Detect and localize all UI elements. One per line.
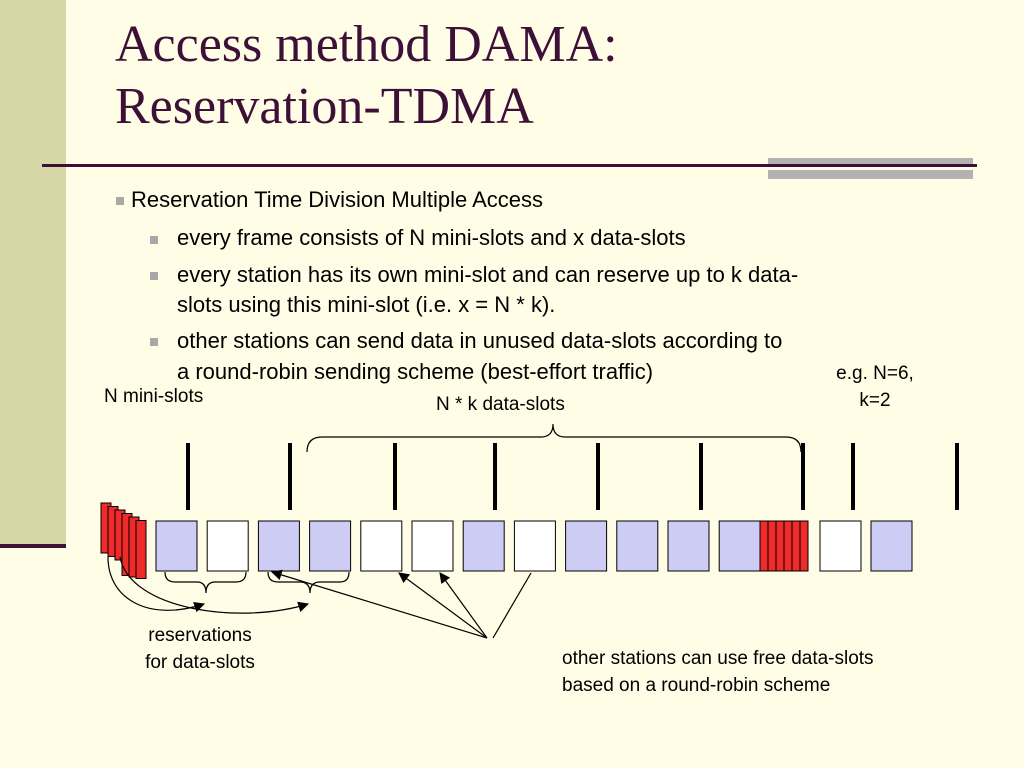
example-label-line-1: e.g. N=6, — [836, 363, 914, 384]
free-data-slot — [411, 520, 454, 572]
slot-row — [100, 502, 913, 579]
mini-slot — [799, 520, 809, 572]
title-line-2: Reservation-TDMA — [115, 78, 534, 135]
reservation-arrow-1 — [107, 556, 206, 613]
free-data-slot — [206, 520, 249, 572]
title-divider — [42, 164, 977, 167]
example-label: e.g. N=6, k=2 — [800, 360, 950, 414]
bullet-square-icon — [116, 197, 124, 205]
bullet-sub-3-line-2: a round-robin sending scheme (best-effor… — [177, 359, 654, 384]
data-slots-label: N * k data-slots — [436, 394, 565, 415]
free-data-slot — [819, 520, 862, 572]
free-data-slot — [513, 520, 556, 572]
free-data-slot — [360, 520, 403, 572]
left-decorative-rule — [0, 544, 66, 548]
reserved-data-slot — [565, 520, 608, 572]
bullet-sub-2-line-1: every station has its own mini-slot and … — [177, 262, 799, 287]
bullet-square-icon — [150, 338, 158, 346]
mini-slots-label: N mini-slots — [104, 386, 204, 407]
mini-slot — [783, 520, 793, 572]
reserved-data-slot — [616, 520, 659, 572]
round-robin-line — [492, 572, 532, 639]
bullet-sub-2-line-2: slots using this mini-slot (i.e. x = N *… — [177, 292, 556, 317]
free-slots-label: other stations can use free data-slots b… — [562, 645, 874, 699]
example-label-line-2: k=2 — [859, 390, 891, 411]
mini-slot — [759, 520, 769, 572]
mini-slot — [791, 520, 801, 572]
round-robin-arrow — [439, 572, 488, 639]
reserved-data-slot — [667, 520, 710, 572]
reserved-data-slot — [870, 520, 913, 572]
bullet-square-icon — [150, 272, 158, 280]
reservation-brace-1 — [164, 571, 247, 594]
title-divider-accent-bottom — [768, 170, 973, 179]
free-slots-label-line-1: other stations can use free data-slots — [562, 648, 874, 669]
mini-slot — [775, 520, 785, 572]
mini-slot — [135, 520, 147, 579]
bullet-main: Reservation Time Division Multiple Acces… — [131, 187, 544, 212]
reservations-label-line-1: reservations — [148, 625, 252, 646]
data-slots-brace — [306, 423, 802, 453]
bullet-sub-1: every frame consists of N mini-slots and… — [177, 225, 686, 250]
left-decorative-bar — [0, 0, 66, 547]
free-slots-label-line-2: based on a round-robin scheme — [562, 675, 831, 696]
title-line-1: Access method DAMA: — [115, 16, 618, 73]
title-divider-accent-top — [768, 158, 973, 164]
slide-title: Access method DAMA: Reservation-TDMA — [115, 14, 618, 138]
reserved-data-slot — [718, 520, 761, 572]
round-robin-arrow — [398, 572, 488, 639]
round-robin-arrow — [270, 569, 488, 639]
reservations-label: reservations for data-slots — [120, 622, 280, 676]
frame-boundary-ticks — [186, 443, 959, 510]
round-robin-arrows — [270, 569, 532, 639]
mini-slot — [767, 520, 777, 572]
reservation-arrow-2 — [119, 556, 310, 614]
reservations-label-line-2: for data-slots — [145, 652, 255, 673]
bullet-square-icon — [150, 236, 158, 244]
reserved-data-slot — [155, 520, 198, 572]
reservation-brace-2 — [267, 571, 350, 594]
reserved-data-slot — [309, 520, 352, 572]
reserved-data-slot — [462, 520, 505, 572]
reserved-data-slot — [257, 520, 300, 572]
bullet-sub-3-line-1: other stations can send data in unused d… — [177, 328, 783, 353]
